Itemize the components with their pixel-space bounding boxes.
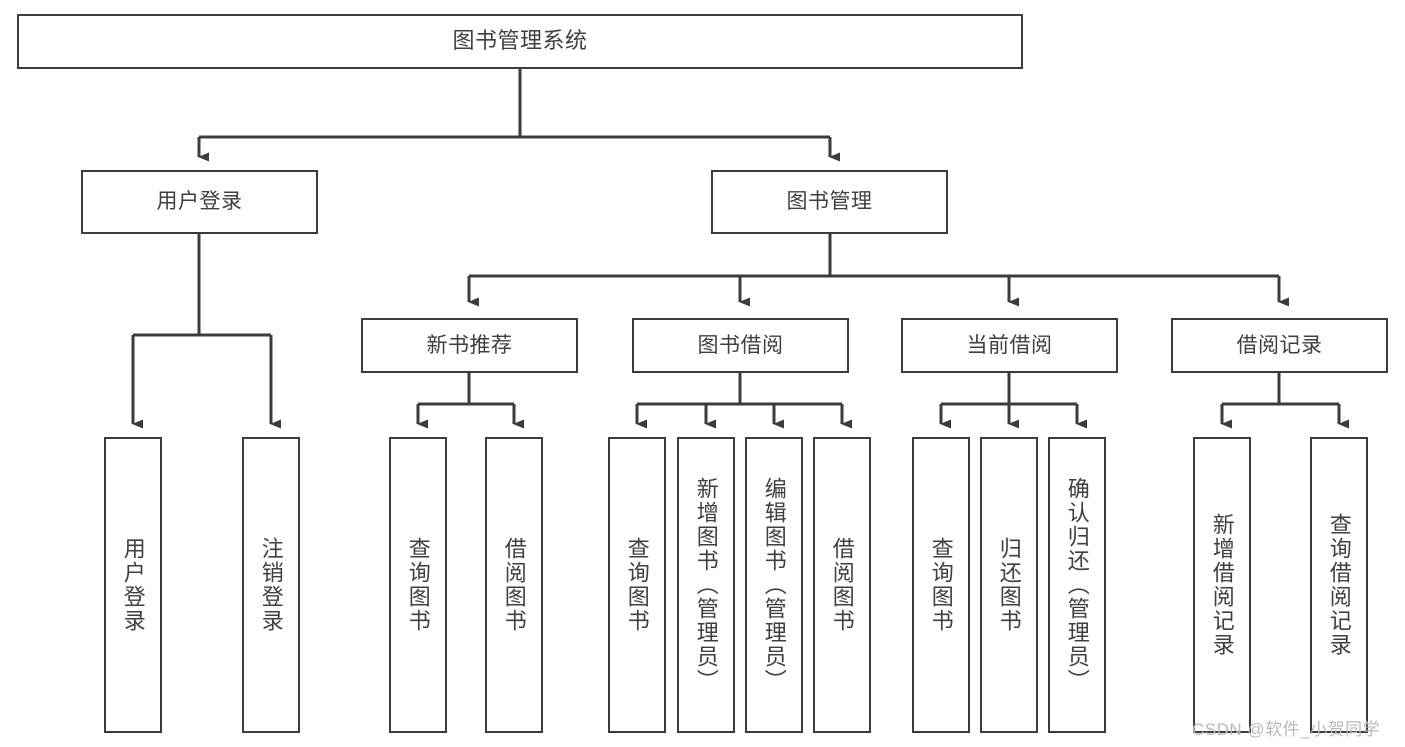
leaf-borrow-book-1[interactable]: 借阅图书 bbox=[485, 437, 543, 733]
leaf-user-logout-label: 注销登录 bbox=[258, 537, 284, 633]
csdn-watermark: CSDN @软件_小贺同学 bbox=[1192, 720, 1381, 739]
leaf-borrow-book-1-label: 借阅图书 bbox=[501, 537, 527, 633]
node-user-login-label: 用户登录 bbox=[156, 190, 243, 214]
leaf-user-login[interactable]: 用户登录 bbox=[104, 437, 162, 733]
leaf-query-book-3-label: 查询图书 bbox=[928, 537, 954, 633]
node-current-borrow[interactable]: 当前借阅 bbox=[901, 318, 1118, 373]
node-book-management-label: 图书管理 bbox=[786, 190, 873, 214]
node-new-book-recommend-label: 新书推荐 bbox=[426, 333, 513, 357]
leaf-return-book-label: 归还图书 bbox=[996, 537, 1022, 633]
leaf-borrow-book-2-label: 借阅图书 bbox=[829, 537, 855, 633]
leaf-query-book-1[interactable]: 查询图书 bbox=[389, 437, 447, 733]
node-root[interactable]: 图书管理系统 bbox=[17, 14, 1023, 69]
node-book-management[interactable]: 图书管理 bbox=[711, 170, 948, 234]
leaf-query-book-3[interactable]: 查询图书 bbox=[912, 437, 970, 733]
node-root-label: 图书管理系统 bbox=[452, 28, 588, 54]
leaf-confirm-return-label: 确认归还（管理员） bbox=[1064, 477, 1090, 693]
leaf-add-record[interactable]: 新增借阅记录 bbox=[1193, 437, 1251, 733]
leaf-user-logout[interactable]: 注销登录 bbox=[242, 437, 300, 733]
leaf-query-book-2-label: 查询图书 bbox=[624, 537, 650, 633]
leaf-query-book-1-label: 查询图书 bbox=[405, 537, 431, 633]
leaf-add-book[interactable]: 新增图书（管理员） bbox=[677, 437, 735, 733]
node-new-book-recommend[interactable]: 新书推荐 bbox=[361, 318, 578, 373]
leaf-user-login-label: 用户登录 bbox=[120, 537, 146, 633]
leaf-borrow-book-2[interactable]: 借阅图书 bbox=[813, 437, 871, 733]
leaf-return-book[interactable]: 归还图书 bbox=[980, 437, 1038, 733]
leaf-query-record-label: 查询借阅记录 bbox=[1326, 513, 1352, 657]
leaf-edit-book[interactable]: 编辑图书（管理员） bbox=[745, 437, 803, 733]
node-borrow-record[interactable]: 借阅记录 bbox=[1171, 318, 1388, 373]
node-book-borrow-label: 图书借阅 bbox=[697, 333, 784, 357]
leaf-add-book-label: 新增图书（管理员） bbox=[693, 477, 719, 693]
leaf-edit-book-label: 编辑图书（管理员） bbox=[761, 477, 787, 693]
node-user-login[interactable]: 用户登录 bbox=[81, 170, 318, 234]
leaf-confirm-return[interactable]: 确认归还（管理员） bbox=[1048, 437, 1106, 733]
leaf-add-record-label: 新增借阅记录 bbox=[1209, 513, 1235, 657]
leaf-query-book-2[interactable]: 查询图书 bbox=[608, 437, 666, 733]
node-current-borrow-label: 当前借阅 bbox=[966, 333, 1053, 357]
leaf-query-record[interactable]: 查询借阅记录 bbox=[1310, 437, 1368, 733]
node-book-borrow[interactable]: 图书借阅 bbox=[632, 318, 849, 373]
node-borrow-record-label: 借阅记录 bbox=[1236, 333, 1323, 357]
